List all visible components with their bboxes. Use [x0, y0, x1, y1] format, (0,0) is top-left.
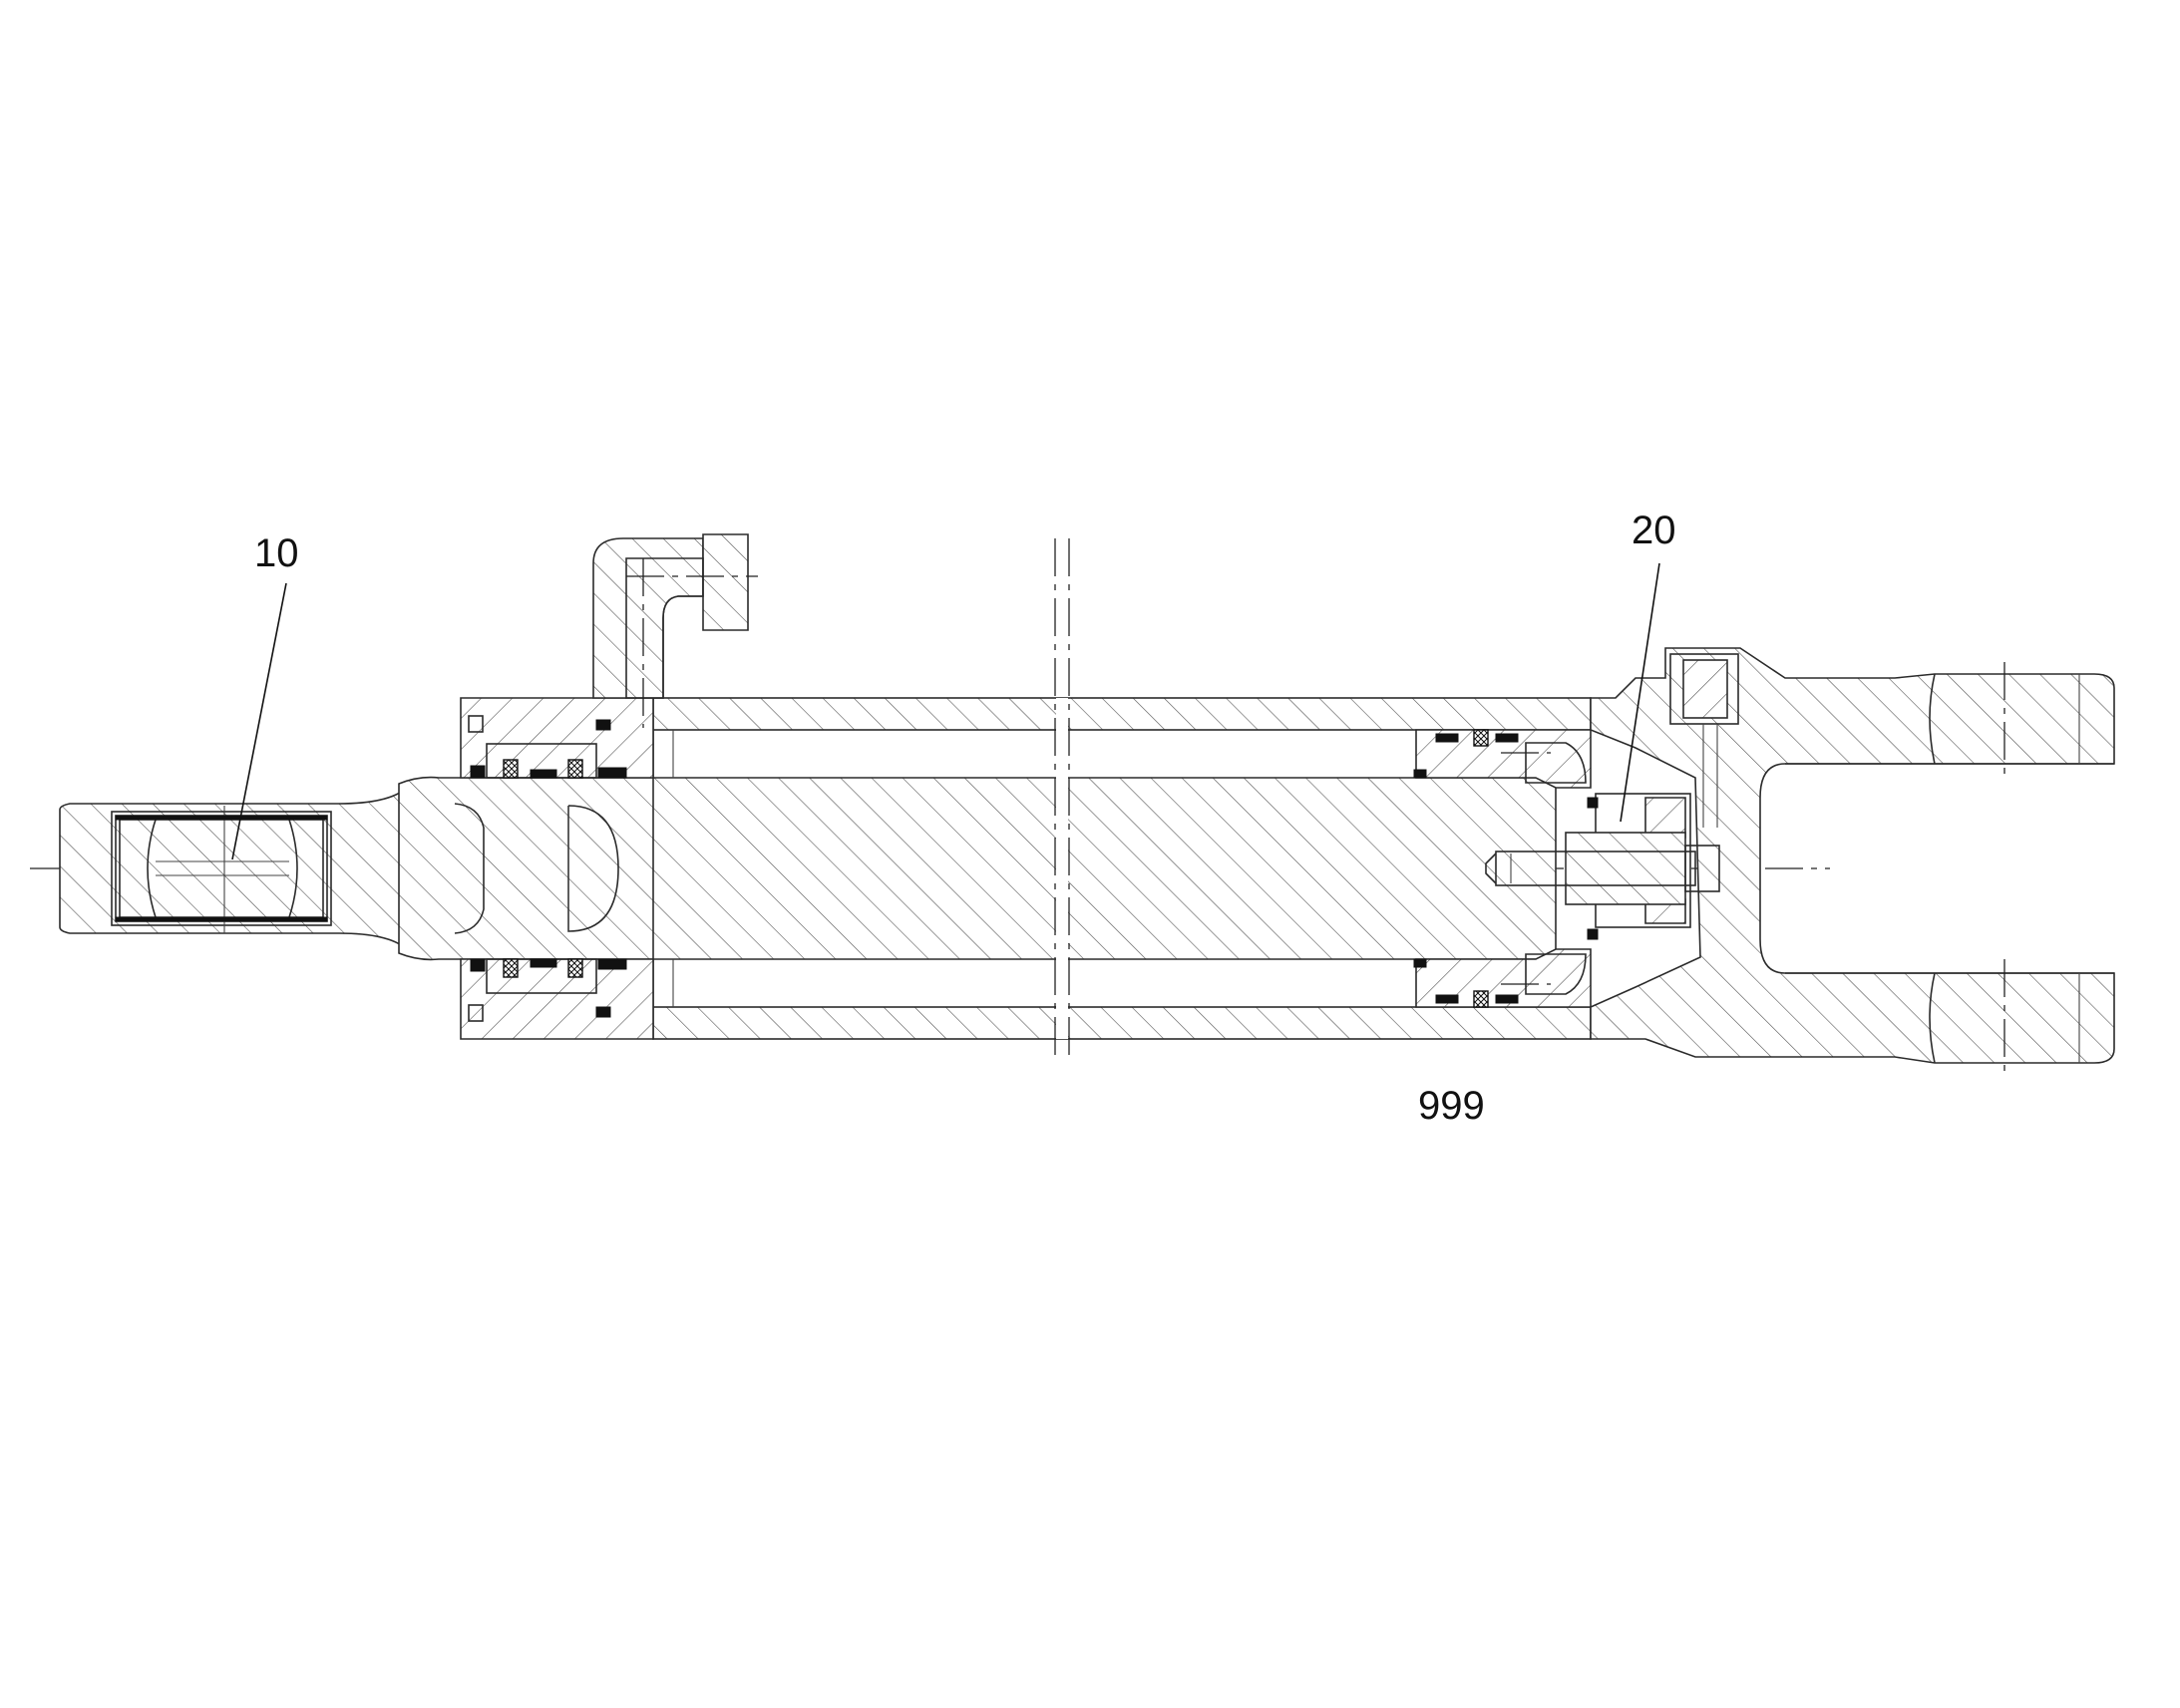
- break-lines: [1054, 538, 1070, 1057]
- callout-assembly-999: 999: [1418, 1084, 1485, 1128]
- piston-bolt-item-20: [1485, 793, 1720, 940]
- cap-clevis: [1590, 647, 2115, 1075]
- piston-rod: [398, 776, 1557, 961]
- piston: [1413, 729, 1592, 1008]
- leader-item-20: [1620, 562, 1660, 823]
- callout-item-10: 10: [254, 531, 299, 575]
- leader-item-10: [231, 582, 287, 860]
- gland-seals: [470, 719, 627, 1018]
- port-elbow-fitting: [592, 533, 758, 728]
- spherical-bearing-item-10: [115, 806, 328, 933]
- callout-item-20: 20: [1632, 509, 1676, 552]
- gland-head: [460, 697, 654, 1040]
